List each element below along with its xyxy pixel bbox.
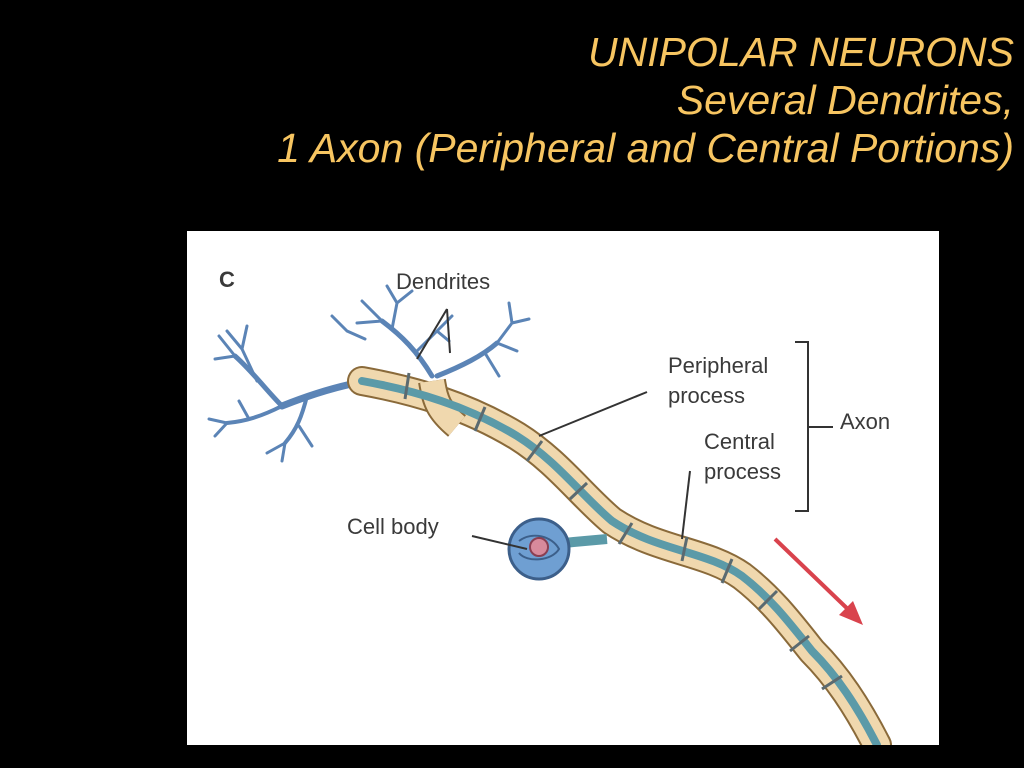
peripheral-process-label-line1: Peripheral: [668, 353, 768, 378]
dendrites-label: Dendrites: [396, 269, 490, 294]
neuron-figure: C: [187, 231, 939, 745]
axon-label: Axon: [840, 409, 890, 434]
unipolar-neuron-diagram: C: [207, 267, 892, 745]
title-line-2: Several Dendrites,: [676, 77, 1014, 123]
title-line-1: UNIPOLAR NEURONS: [587, 29, 1014, 75]
cell-body: [507, 517, 571, 581]
cell-body-label: Cell body: [347, 514, 439, 539]
central-process-label-line1: Central: [704, 429, 775, 454]
axon-core: [358, 377, 881, 745]
peripheral-process-label-line2: process: [668, 383, 745, 408]
leader-lines: [416, 308, 833, 550]
title-line-3: 1 Axon (Peripheral and Central Portions): [277, 125, 1014, 171]
central-process-label-line2: process: [704, 459, 781, 484]
panel-letter: C: [219, 267, 235, 292]
dendrites: [207, 284, 531, 463]
slide-title: UNIPOLAR NEURONS Several Dendrites, 1 Ax…: [277, 28, 1014, 172]
nucleus: [529, 537, 549, 557]
nodes-of-ranvier: [403, 372, 843, 691]
direction-arrow: [773, 537, 863, 625]
